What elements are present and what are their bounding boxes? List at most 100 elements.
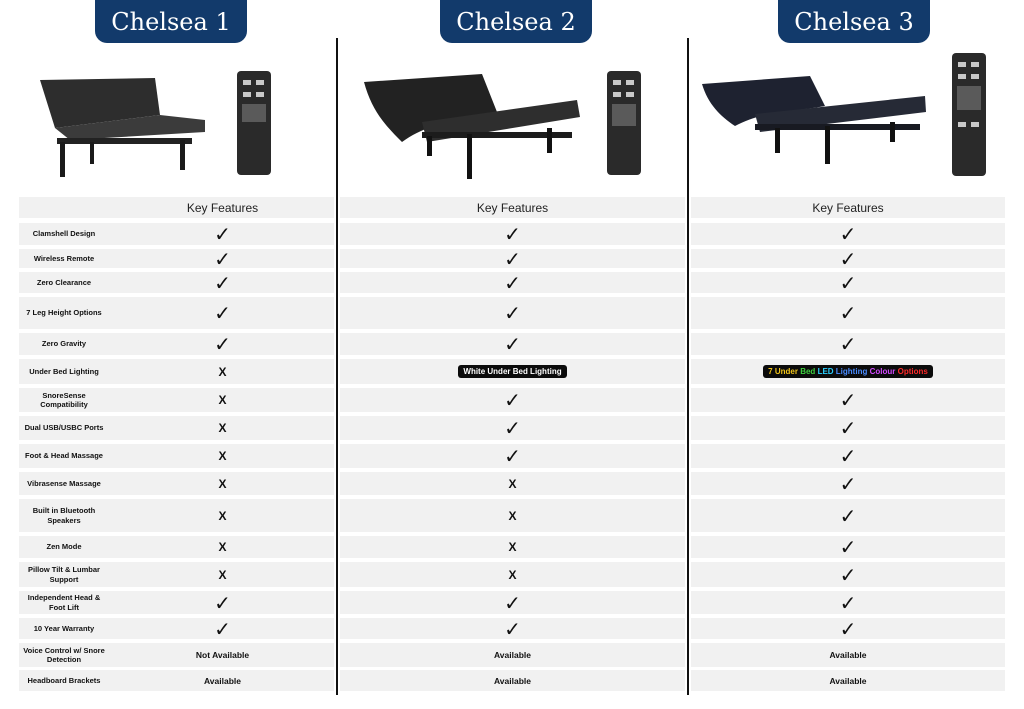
feature-cell: ✓: [340, 590, 685, 615]
row-background: [691, 249, 1005, 268]
check-icon: ✓: [504, 444, 521, 468]
row-background: [19, 416, 126, 440]
availability-text: Available: [493, 675, 531, 686]
feature-cell: X: [340, 471, 685, 496]
feature-label: Under Bed Lighting: [29, 366, 99, 376]
row-background: [691, 388, 1005, 412]
feature-label: Zero Gravity: [41, 339, 87, 349]
row-background: [19, 499, 126, 532]
column-divider-2: [687, 38, 689, 695]
feature-cell: ✓: [111, 271, 334, 294]
row-background: [340, 223, 685, 245]
feature-cell: ✓: [340, 296, 685, 330]
check-icon: ✓: [504, 416, 521, 440]
check-icon: ✓: [504, 246, 521, 271]
feature-cell: 7 Under Bed LED Lighting Colour Options: [691, 358, 1005, 385]
check-icon: ✓: [214, 270, 231, 295]
availability-text: Available: [203, 675, 241, 686]
row-background: [691, 272, 1005, 293]
row-background: [340, 499, 685, 532]
check-icon: ✓: [504, 590, 521, 615]
cross-icon: X: [508, 540, 517, 554]
row-background: [111, 444, 334, 468]
cross-icon: X: [218, 449, 227, 463]
row-background: [340, 536, 685, 558]
feature-cell: ✓: [691, 471, 1005, 496]
check-icon: ✓: [839, 222, 857, 246]
check-icon: ✓: [839, 616, 857, 641]
check-icon: ✓: [214, 590, 231, 615]
row-background: [111, 197, 334, 218]
row-background: [111, 562, 334, 587]
check-icon: ✓: [839, 332, 857, 356]
row-background: [19, 618, 126, 639]
feature-cell: X: [111, 561, 334, 588]
bed-image-chelsea-2: [364, 74, 580, 179]
row-background: [19, 670, 126, 691]
row-background: [691, 297, 1005, 329]
bed-image-chelsea-3: [702, 76, 926, 164]
feature-cell: ✓: [691, 387, 1005, 413]
remote-image-chelsea-1: [237, 71, 271, 175]
feature-cell: ✓: [340, 271, 685, 294]
feature-cell: X: [111, 358, 334, 385]
feature-cell: X: [111, 498, 334, 533]
check-icon: ✓: [504, 301, 521, 325]
row-background: [340, 472, 685, 495]
row-background: [19, 643, 126, 667]
check-icon: ✓: [839, 388, 857, 412]
row-background: [19, 223, 126, 245]
row-background: [19, 444, 126, 468]
row-background: [691, 562, 1005, 587]
row-background: [340, 249, 685, 268]
check-icon: ✓: [839, 471, 857, 496]
feature-cell: ✓: [111, 222, 334, 246]
column-header-key-features: Key Features: [186, 200, 259, 215]
feature-label: Headboard Brackets: [27, 675, 101, 685]
rgb-lighting-word: Lighting: [835, 367, 868, 376]
feature-cell: X: [111, 535, 334, 559]
row-background: [111, 643, 334, 667]
rgb-lighting-word: Colour: [869, 367, 896, 376]
feature-label: Vibrasense Massage: [27, 478, 101, 488]
row-background: [19, 333, 126, 355]
row-background: [19, 591, 126, 614]
feature-cell: ✓: [691, 248, 1005, 269]
check-icon: ✓: [839, 246, 857, 271]
row-background: [691, 536, 1005, 558]
rgb-lighting-word: LED: [817, 367, 834, 376]
row-background: [691, 618, 1005, 639]
check-icon: ✓: [839, 503, 857, 528]
feature-cell: White Under Bed Lighting: [340, 358, 685, 385]
feature-cell: Not Available: [111, 642, 334, 668]
feature-cell: ✓: [691, 296, 1005, 330]
feature-cell: Available: [340, 669, 685, 692]
rgb-lighting-badge: 7 Under Bed LED Lighting Colour Options: [763, 365, 933, 378]
feature-cell: Available: [691, 669, 1005, 692]
feature-cell: ✓: [691, 561, 1005, 588]
feature-cell: ✓: [111, 332, 334, 356]
column-header-key-features: Key Features: [812, 200, 884, 215]
column-header-key-features: Key Features: [476, 200, 549, 215]
remote-image-chelsea-3: [952, 53, 986, 176]
row-background: [340, 591, 685, 614]
feature-cell: ✓: [691, 443, 1005, 469]
check-icon: ✓: [214, 332, 231, 356]
check-icon: ✓: [214, 616, 231, 641]
row-background: [111, 536, 334, 558]
row-background: [111, 249, 334, 268]
row-background: [111, 223, 334, 245]
feature-cell: ✓: [691, 222, 1005, 246]
feature-cell: ✓: [691, 590, 1005, 615]
row-background: [340, 197, 685, 218]
row-background: [111, 618, 334, 639]
feature-cell: ✓: [691, 498, 1005, 533]
tab-chelsea-3: Chelsea 3: [778, 0, 930, 43]
cross-icon: X: [508, 508, 517, 523]
row-background: [19, 197, 126, 218]
feature-cell: ✓: [111, 617, 334, 640]
feature-label: Built in Bluetooth Speakers: [32, 506, 96, 525]
cross-icon: X: [508, 567, 517, 582]
feature-label: Pillow Tilt & Lumbar Support: [28, 565, 100, 584]
check-icon: ✓: [839, 301, 857, 325]
